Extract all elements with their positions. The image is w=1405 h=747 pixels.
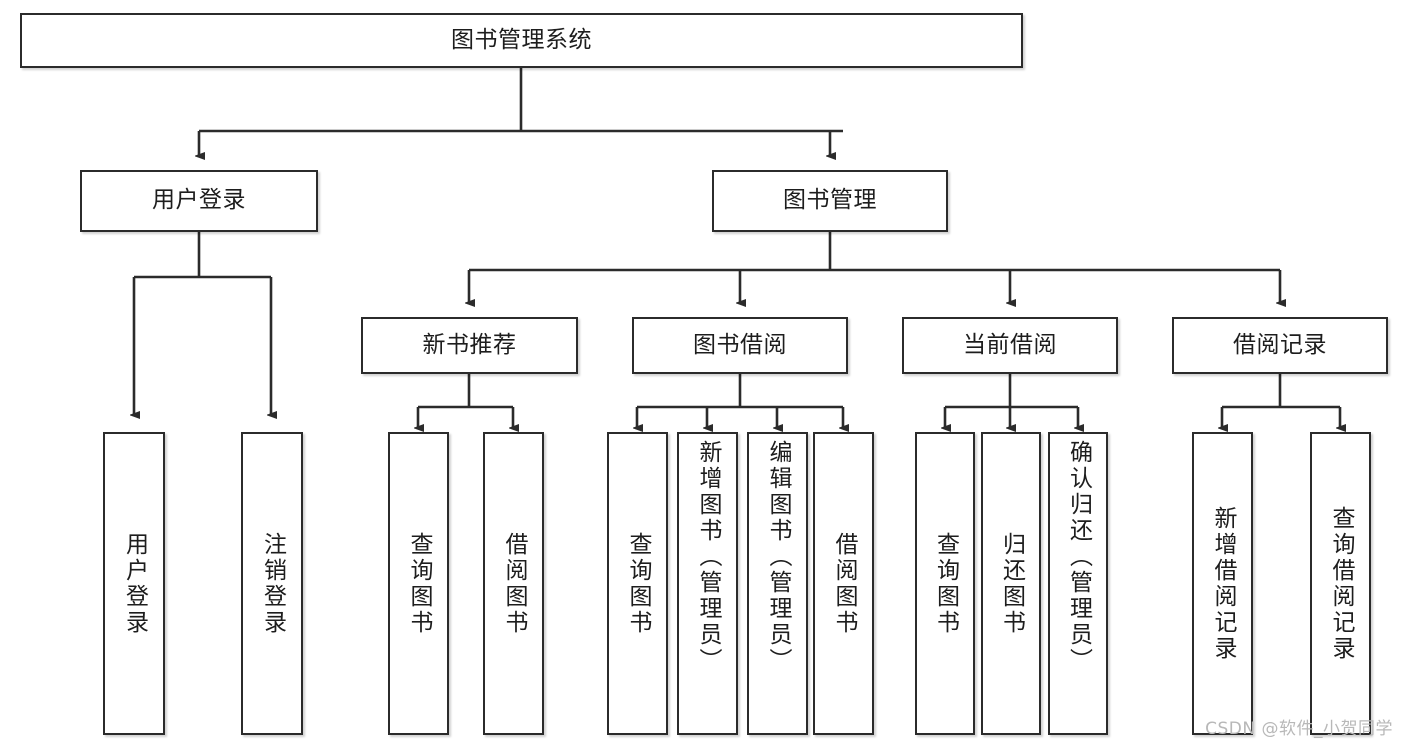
node-root-label: 图书管理系统 <box>451 26 592 53</box>
node-leaf-logout-label: 注销登录 <box>259 531 286 636</box>
node-leaf-borrow-book-2[interactable]: 借阅图书 <box>813 432 874 735</box>
node-leaf-return-book[interactable]: 归还图书 <box>981 432 1041 735</box>
node-leaf-query-book-1-label: 查询图书 <box>406 531 432 636</box>
node-leaf-logout[interactable]: 注销登录 <box>241 432 303 735</box>
node-borrow-record[interactable]: 借阅记录 <box>1172 317 1388 374</box>
node-leaf-user-login-label: 用户登录 <box>121 531 148 636</box>
node-leaf-edit-book[interactable]: 编辑图书（管理员） <box>747 432 808 735</box>
node-leaf-query-book-2[interactable]: 查询图书 <box>607 432 668 735</box>
node-leaf-confirm-return[interactable]: 确认归还（管理员） <box>1048 432 1108 735</box>
node-leaf-borrow-book-1-label: 借阅图书 <box>501 531 527 636</box>
node-leaf-borrow-book-1[interactable]: 借阅图书 <box>483 432 544 735</box>
node-book-borrow-label: 图书借阅 <box>693 331 787 358</box>
node-leaf-confirm-return-label: 确认归还（管理员） <box>1065 440 1092 674</box>
node-leaf-query-book-2-label: 查询图书 <box>625 531 651 636</box>
node-current-borrow[interactable]: 当前借阅 <box>902 317 1118 374</box>
node-leaf-add-record-label: 新增借阅记录 <box>1210 505 1236 662</box>
node-user-login-label: 用户登录 <box>152 187 246 214</box>
node-leaf-user-login[interactable]: 用户登录 <box>103 432 165 735</box>
node-root[interactable]: 图书管理系统 <box>20 13 1023 68</box>
node-leaf-query-book-3[interactable]: 查询图书 <box>915 432 975 735</box>
node-leaf-query-record-label: 查询借阅记录 <box>1328 505 1354 662</box>
node-leaf-add-book[interactable]: 新增图书（管理员） <box>677 432 738 735</box>
node-leaf-query-record[interactable]: 查询借阅记录 <box>1310 432 1371 735</box>
node-current-borrow-label: 当前借阅 <box>963 331 1057 358</box>
node-book-manage-label: 图书管理 <box>783 187 877 214</box>
node-leaf-add-book-label: 新增图书（管理员） <box>695 440 721 674</box>
node-leaf-borrow-book-2-label: 借阅图书 <box>831 531 857 636</box>
node-leaf-query-book-3-label: 查询图书 <box>932 531 959 636</box>
node-book-manage[interactable]: 图书管理 <box>712 170 948 232</box>
node-leaf-query-book-1[interactable]: 查询图书 <box>388 432 449 735</box>
node-user-login[interactable]: 用户登录 <box>80 170 318 232</box>
node-borrow-record-label: 借阅记录 <box>1233 331 1327 358</box>
node-leaf-add-record[interactable]: 新增借阅记录 <box>1192 432 1253 735</box>
node-new-book-rec[interactable]: 新书推荐 <box>361 317 578 374</box>
node-book-borrow[interactable]: 图书借阅 <box>632 317 848 374</box>
node-leaf-edit-book-label: 编辑图书（管理员） <box>765 440 791 674</box>
node-new-book-rec-label: 新书推荐 <box>422 331 517 358</box>
node-leaf-return-book-label: 归还图书 <box>998 531 1025 636</box>
